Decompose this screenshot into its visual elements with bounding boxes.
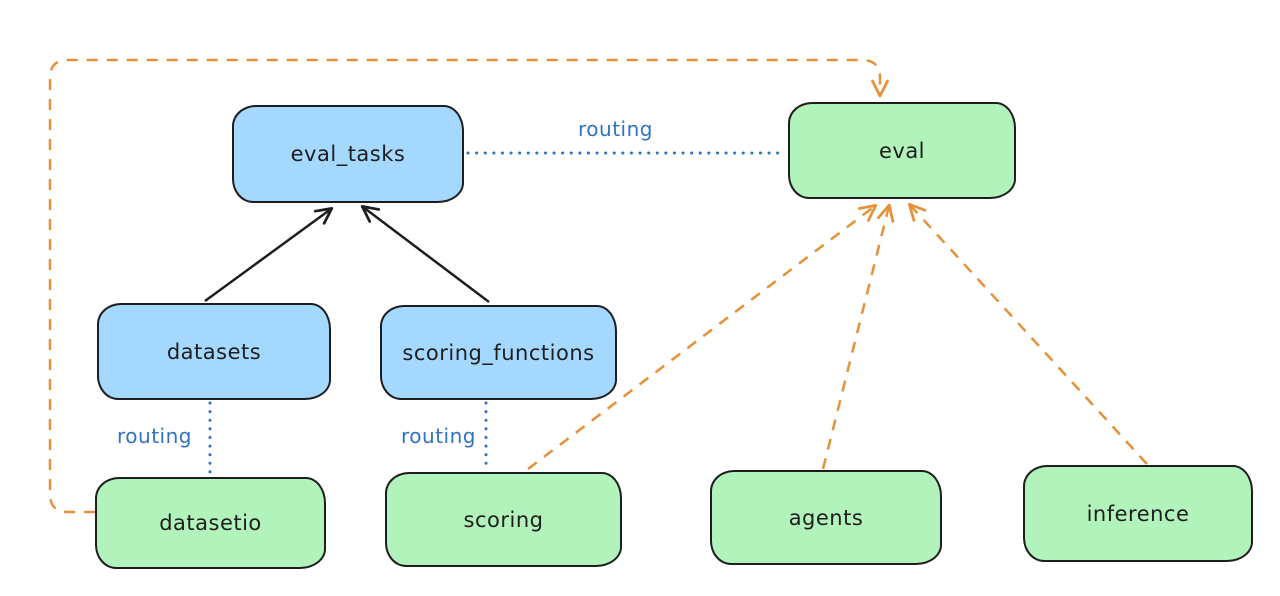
node-agents-label: agents — [788, 505, 864, 530]
node-scoring-functions: scoring_functions — [380, 305, 617, 400]
edge-scoring-to-eval — [527, 204, 878, 470]
node-inference-label: inference — [1086, 501, 1190, 526]
node-datasets-label: datasets — [166, 339, 262, 364]
node-scoring-functions-label: scoring_functions — [402, 340, 595, 365]
edge-label-routing-middle: routing — [401, 424, 476, 448]
node-agents: agents — [710, 470, 942, 565]
node-datasetio-label: datasetio — [159, 511, 262, 535]
node-eval-label: eval — [878, 138, 926, 163]
edge-scoring-functions-to-eval-tasks — [360, 205, 490, 303]
node-datasetio: datasetio — [95, 477, 326, 569]
node-inference: inference — [1023, 465, 1253, 562]
node-scoring-label: scoring — [463, 507, 544, 532]
node-scoring: scoring — [385, 472, 622, 567]
edge-datasets-to-eval-tasks — [204, 207, 334, 303]
edge-inference-to-eval — [907, 202, 1148, 465]
node-eval-tasks: eval_tasks — [232, 105, 464, 203]
node-datasets: datasets — [97, 303, 331, 400]
edge-agents-to-eval — [821, 203, 895, 470]
edge-label-routing-top: routing — [578, 117, 653, 141]
edge-label-routing-left: routing — [117, 424, 192, 448]
node-eval: eval — [788, 102, 1016, 199]
edge-datasetio-to-eval — [48, 58, 889, 514]
node-eval-tasks-label: eval_tasks — [290, 142, 406, 166]
